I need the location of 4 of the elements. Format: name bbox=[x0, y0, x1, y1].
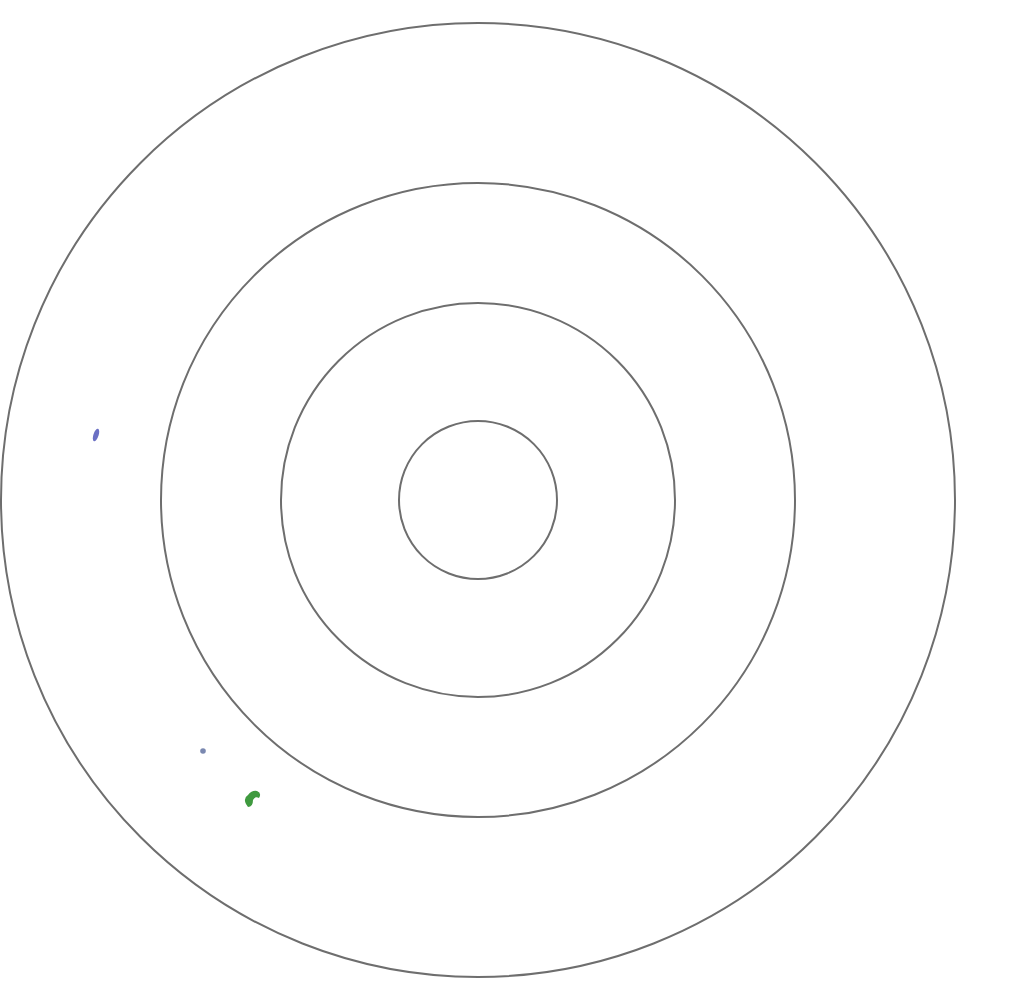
center-circle bbox=[398, 420, 558, 580]
outer-ring bbox=[0, 22, 956, 978]
middle-ring bbox=[160, 182, 796, 818]
inner-ring bbox=[280, 302, 676, 698]
